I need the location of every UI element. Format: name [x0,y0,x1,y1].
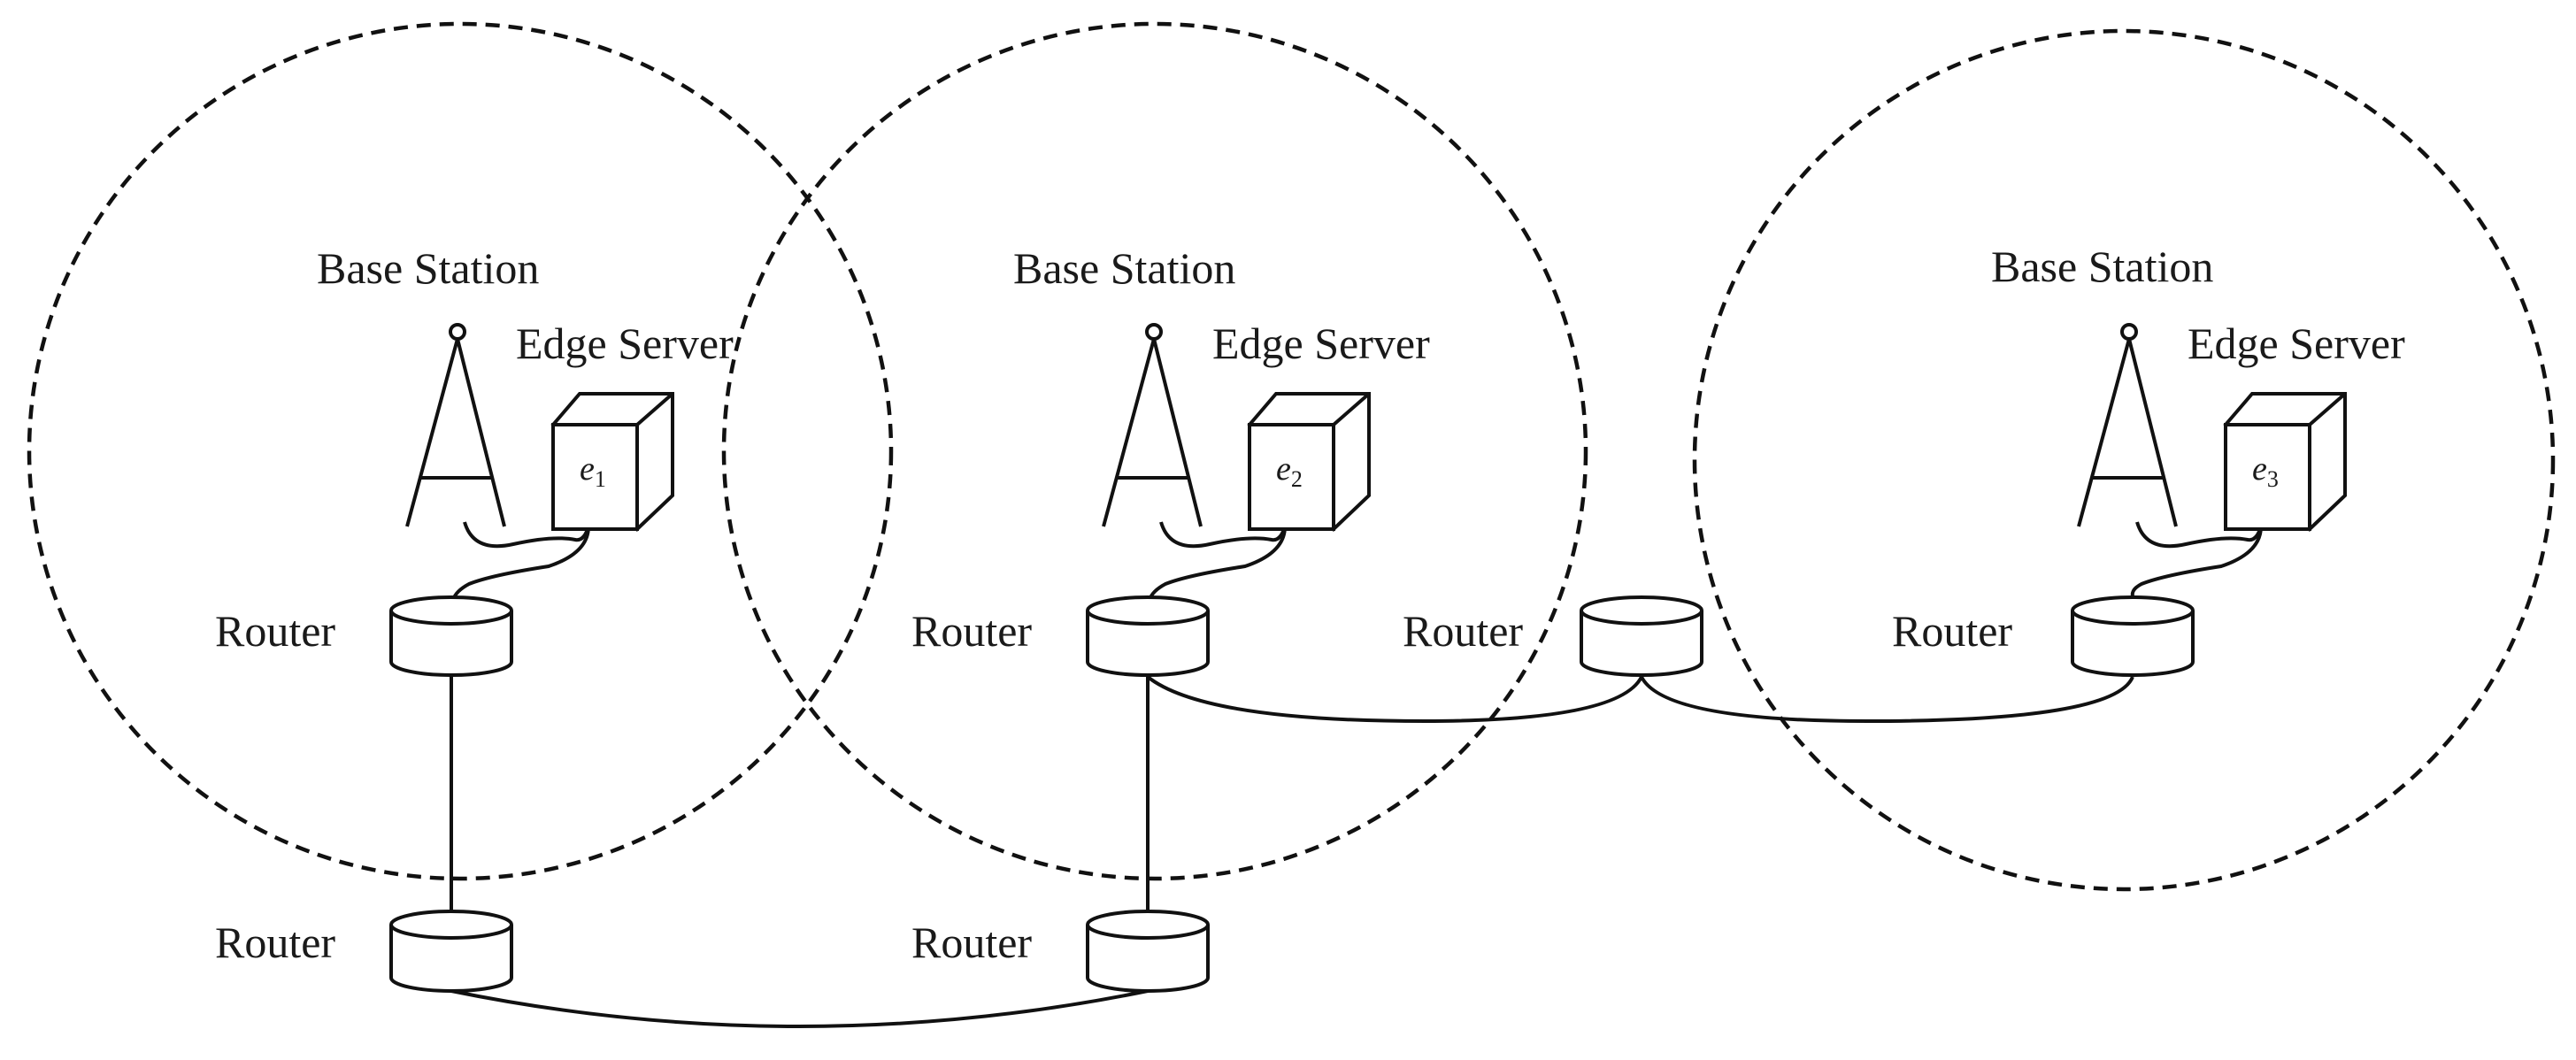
router-1 [389,595,513,677]
server-box-icon [2223,392,2347,532]
router-cylinder-icon [389,910,513,993]
router-label-2: Router [911,606,1032,656]
coverage-area-3 [1692,28,2556,892]
server-symbol: e3 [2252,450,2279,492]
link-server-2-to-router-2 [1148,526,1287,601]
router-cylinder-icon [1086,595,1210,677]
coverage-area-1 [27,21,894,881]
server-box-icon [1247,392,1371,532]
router-3 [1580,595,1703,677]
server-symbol: e1 [580,450,606,492]
router-5 [1086,910,1210,993]
link-station-2-to-server-2 [1159,521,1287,549]
edge-server-label-1: Edge Server [516,319,734,368]
router-2 [1086,595,1210,677]
router-label-4: Router [215,918,335,967]
router-cylinder-icon [1086,910,1210,993]
link-server-1-to-router-1 [451,526,590,601]
link-router-4-to-router-5 [450,989,1149,1028]
base-station-label-3: Base Station [1991,242,2213,291]
router-cylinder-icon [1580,595,1703,677]
server-box-icon [550,392,674,532]
base-station-3 [2077,323,2178,527]
edge-server-3: e3 [2223,392,2347,532]
link-station-3-to-server-3 [2135,521,2263,549]
coverage-areas [27,21,2556,892]
base-station-1 [405,323,506,527]
router-label-5: Router [911,918,1032,967]
edge-server-1: e1 [550,392,674,532]
link-station-1-to-server-1 [463,521,590,549]
router-4 [389,910,513,993]
router-cylinder-icon [2071,595,2195,677]
network-links [450,521,2263,1028]
router-label-3: Router [1403,606,1523,656]
link-router-3-to-router-6 [1640,676,2134,724]
router-label-1: Router [215,606,335,656]
server-symbol: e2 [1276,450,1303,492]
router-cylinder-icon [389,595,513,677]
antenna-icon [1102,323,1203,527]
link-server-3-to-router-6 [2130,526,2263,602]
edge-server-2: e2 [1247,392,1371,532]
antenna-icon [2077,323,2178,527]
router-label-6: Router [1892,606,2012,656]
labels: Base Station Base Station Base Station E… [215,242,2405,967]
coverage-area-2 [721,21,1588,881]
antenna-icon [405,323,506,527]
base-station-2 [1102,323,1203,527]
edge-server-label-3: Edge Server [2188,319,2405,368]
link-router-2-to-router-3 [1146,675,1643,724]
router-6 [2071,595,2195,677]
base-station-label-1: Base Station [317,243,539,293]
edge-server-label-2: Edge Server [1212,319,1430,368]
base-station-label-2: Base Station [1013,243,1235,293]
